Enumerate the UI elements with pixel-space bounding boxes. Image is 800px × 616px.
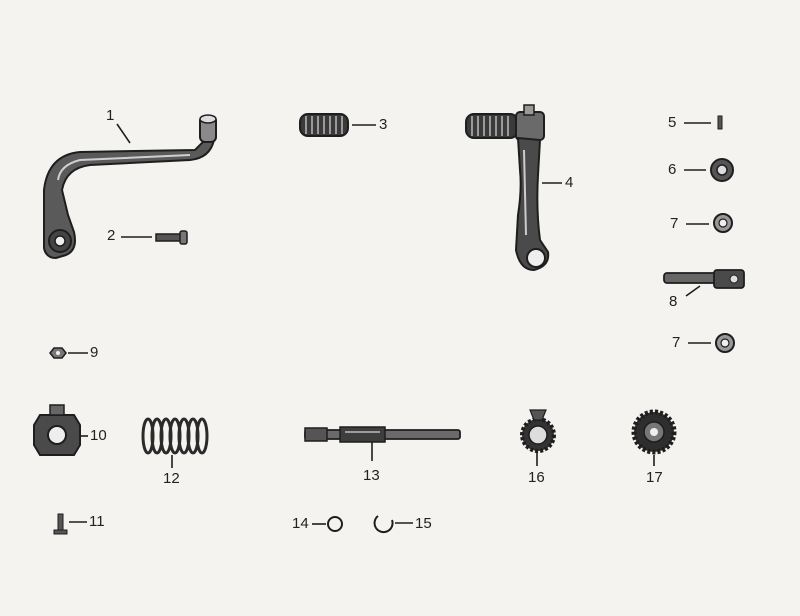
callout-label-1: 1 bbox=[106, 107, 115, 124]
callout-label-14: 14 bbox=[292, 515, 309, 532]
callout-label-4: 4 bbox=[565, 174, 574, 191]
part-8-spindle bbox=[663, 269, 745, 297]
part-2-bolt bbox=[121, 230, 188, 245]
part-4-kickstart-arm bbox=[465, 104, 562, 272]
callout-label-8: 8 bbox=[669, 293, 678, 310]
part-9-nut bbox=[49, 347, 88, 359]
part-10-bracket bbox=[33, 404, 88, 456]
part-5-pin bbox=[684, 115, 723, 130]
callout-label-13: 13 bbox=[363, 467, 380, 484]
part-3-rubber-grip bbox=[299, 113, 376, 137]
part-7-washer-lower bbox=[688, 333, 735, 353]
callout-label-11: 11 bbox=[89, 513, 105, 530]
callout-label-16: 16 bbox=[528, 469, 545, 486]
part-7-washer-upper bbox=[686, 213, 733, 233]
part-13-shaft bbox=[304, 426, 461, 461]
part-15-circlip bbox=[373, 515, 413, 534]
part-17-kickstart-gear bbox=[631, 409, 677, 466]
callout-label-2: 2 bbox=[107, 227, 116, 244]
part-16-ratchet-gear bbox=[520, 409, 556, 466]
part-6-bearing bbox=[684, 158, 734, 182]
part-12-spring bbox=[141, 417, 209, 468]
callout-label-6: 6 bbox=[668, 161, 677, 178]
part-1-kickstart-lever bbox=[43, 114, 217, 260]
callout-label-17: 17 bbox=[646, 469, 663, 486]
part-14-ring bbox=[312, 516, 343, 532]
callout-label-7-upper: 7 bbox=[670, 215, 679, 232]
callout-label-12: 12 bbox=[163, 470, 180, 487]
callout-label-15: 15 bbox=[415, 515, 432, 532]
callout-label-3: 3 bbox=[379, 116, 388, 133]
callout-label-5: 5 bbox=[668, 114, 677, 131]
callout-label-7-lower: 7 bbox=[672, 334, 681, 351]
callout-label-10: 10 bbox=[90, 427, 107, 444]
part-11-screw bbox=[53, 513, 87, 535]
callout-label-9: 9 bbox=[90, 344, 99, 361]
